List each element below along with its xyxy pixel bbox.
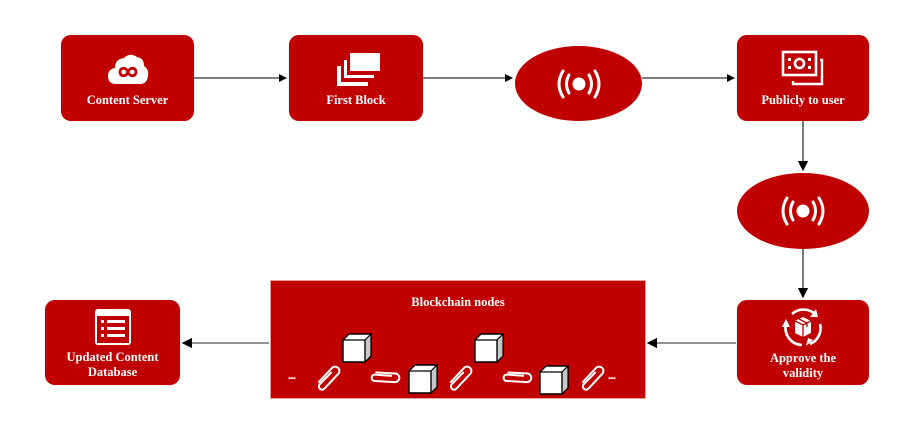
approve-validity-label-line1: Approve the: [769, 351, 837, 365]
cube-icon: [342, 333, 372, 363]
approve-validity-node[interactable]: Approve the validity: [737, 300, 869, 385]
paperclip-icon: [369, 361, 403, 394]
blockchain-nodes-panel[interactable]: Blockchain nodes .... ....: [270, 280, 646, 399]
ellipsis-right: ....: [608, 370, 616, 382]
updated-database-node[interactable]: Updated Content Database: [45, 300, 180, 385]
cloud-infinity-icon: [107, 54, 148, 84]
money-bills-icon: [781, 50, 824, 86]
publicly-to-user-node[interactable]: Publicly to user: [737, 35, 869, 121]
paperclip-icon: [446, 364, 476, 392]
content-server-label: Content Server: [86, 92, 169, 107]
blockchain-chain: [314, 333, 608, 395]
broadcast-node-1[interactable]: [515, 46, 642, 121]
updated-database-label-line1: Updated Content: [66, 349, 159, 364]
broadcast-icon: [557, 69, 600, 98]
paperclip-icon: [501, 361, 535, 394]
paperclip-icon: [314, 364, 344, 392]
content-server-node[interactable]: Content Server: [61, 35, 194, 121]
cube-icon: [539, 365, 569, 395]
list-document-icon: [94, 308, 131, 345]
cycle-package-icon: [782, 308, 822, 347]
stacked-blocks-icon: [337, 53, 380, 86]
first-block-node[interactable]: First Block: [289, 35, 423, 121]
updated-database-label-line2: Database: [87, 364, 138, 379]
cube-icon: [474, 333, 504, 363]
ellipsis-left: ....: [288, 370, 296, 382]
publicly-to-user-label: Publicly to user: [761, 93, 845, 107]
approve-validity-label-line2: validity: [782, 366, 824, 380]
blockchain-nodes-title: Blockchain nodes: [411, 295, 505, 309]
broadcast-node-2[interactable]: [737, 173, 869, 249]
first-block-label: First Block: [326, 93, 386, 107]
broadcast-icon: [781, 196, 825, 226]
paperclip-icon: [578, 364, 608, 392]
cube-icon: [408, 364, 438, 394]
